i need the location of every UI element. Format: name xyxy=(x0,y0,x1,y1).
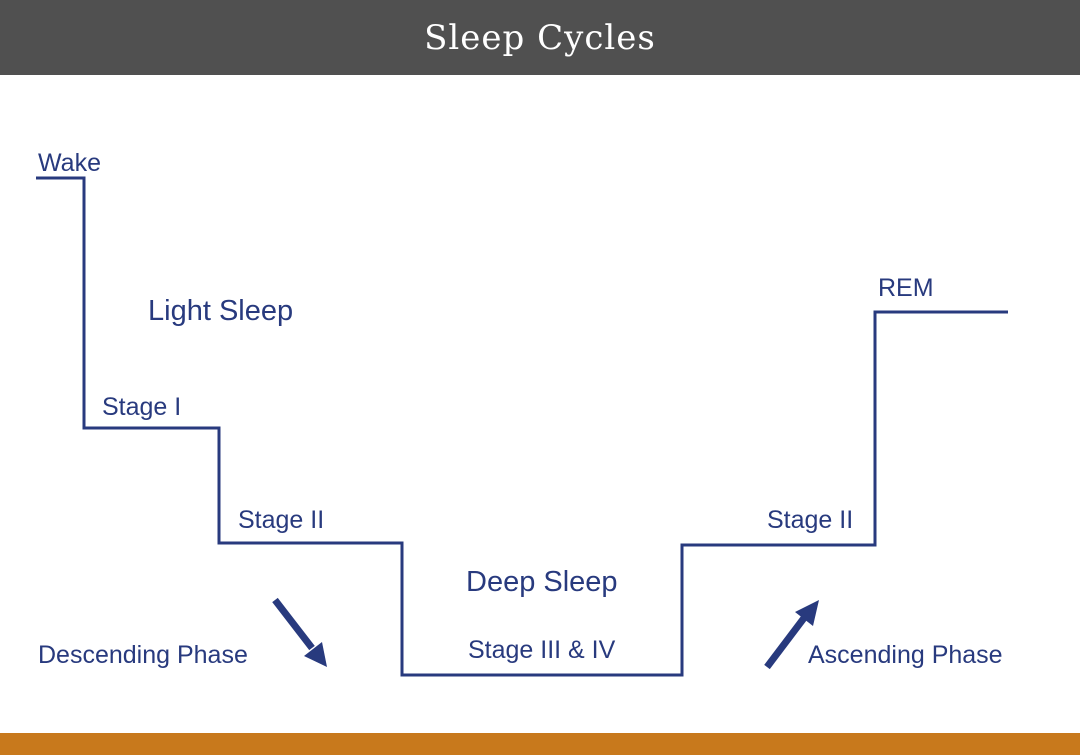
stage-2-descending-label: Stage II xyxy=(238,506,325,534)
stage-3-4-label: Stage III & IV xyxy=(468,636,616,664)
rem-label: REM xyxy=(878,274,934,302)
stage-1-label: Stage I xyxy=(102,393,182,421)
ascending-arrow-icon xyxy=(764,600,819,670)
footer-bar xyxy=(0,733,1080,755)
ascending-phase-label: Ascending Phase xyxy=(808,641,1003,669)
title-bar: Sleep Cycles xyxy=(0,0,1080,75)
wake-label: Wake xyxy=(38,149,101,177)
descending-arrow-icon xyxy=(272,597,327,667)
stage-2-ascending-label: Stage II xyxy=(767,506,854,534)
light-sleep-label: Light Sleep xyxy=(148,295,294,327)
deep-sleep-label: Deep Sleep xyxy=(466,566,618,598)
page-title: Sleep Cycles xyxy=(424,17,656,58)
descending-phase-label: Descending Phase xyxy=(38,641,248,669)
sleep-stage-path xyxy=(36,176,1008,677)
